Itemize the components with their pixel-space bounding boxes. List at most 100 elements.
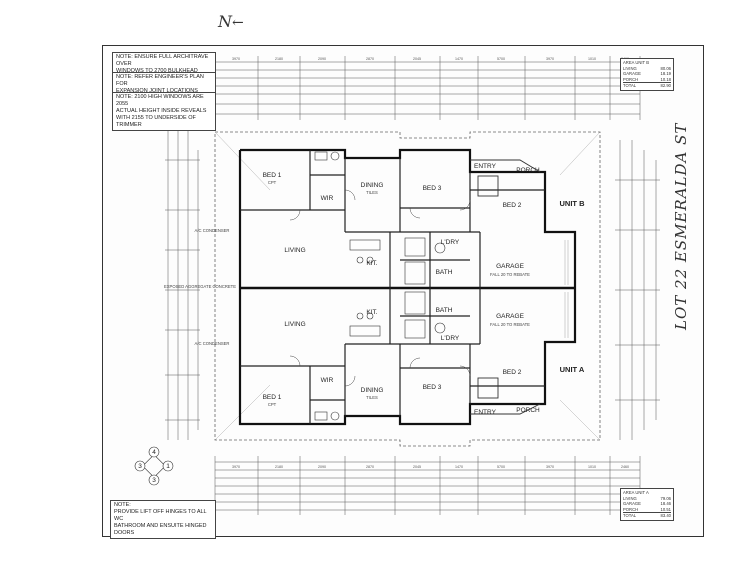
orientation-top: 4 — [152, 449, 156, 456]
street-name-text: LOT 22 ESMERALDA ST — [672, 122, 690, 330]
arrow-glyph-icon: ← — [232, 15, 244, 31]
room-wir-a: WIR — [321, 377, 334, 384]
area-value: 79.06 — [660, 495, 671, 501]
room-labels-unit-b: BED 1 WIR DINING BED 3 ENTRY PORCH BED 2… — [263, 163, 585, 277]
note-hinges-line-2: PROVIDE LIFT OFF HINGES TO ALL WC — [114, 509, 207, 522]
note-hinges-line-3: BATHROOM AND ENSUITE HINGED DOORS — [114, 523, 207, 536]
dim-top-4: 2870 — [366, 57, 374, 61]
area-label: LIVING — [623, 65, 637, 71]
dim-top-8: 3970 — [546, 57, 554, 61]
room-dining-b: DINING — [361, 182, 384, 189]
dim-bottom-6: 1470 — [455, 465, 463, 469]
area-label: GARAGE — [623, 501, 641, 507]
internal-walls-unit-b — [240, 150, 545, 288]
note-window-line-1: NOTE: 2100 HIGH WINDOWS ARE 2055 — [116, 94, 204, 107]
room-entry-b: ENTRY — [474, 163, 497, 170]
north-arrow-label: N — [218, 12, 232, 31]
garage-rebate-lines — [564, 240, 569, 338]
dim-top-1: 3970 — [232, 57, 240, 61]
room-bed2-a: BED 2 — [503, 369, 522, 376]
unit-label-a: UNIT A — [560, 365, 585, 374]
room-bath-b: BATH — [436, 269, 453, 276]
area-row: TOTAL 83.40 — [623, 512, 671, 519]
dim-bottom-4: 2870 — [366, 465, 374, 469]
area-value: 83.40 — [660, 513, 671, 519]
aggregate-label: EXPOSED AGGREGATE CONCRETE — [164, 284, 236, 289]
wet-area-fixtures — [314, 151, 446, 421]
dim-bottom-9: 1010 — [588, 465, 596, 469]
side-dimension-lines — [165, 130, 660, 440]
area-value: 80.06 — [660, 65, 671, 71]
note-architrave-line-2: WINDOWS TO 2700 BULKHEAD — [116, 68, 198, 74]
finish-dining-b: TILES — [366, 190, 378, 195]
north-arrow-handwritten: N← — [218, 12, 244, 31]
area-row: PORCH 10.51 — [623, 507, 671, 513]
room-dining-a: DINING — [361, 387, 384, 394]
room-kit-a: KIT. — [366, 309, 377, 316]
room-garage-b: GARAGE — [496, 263, 524, 270]
room-garage-a: GARAGE — [496, 313, 524, 320]
finish-garage-a: FALL 20 TO REBATE — [490, 322, 530, 327]
area-value: 82.90 — [660, 83, 671, 89]
area-value: 10.51 — [660, 506, 671, 512]
room-porch-a: PORCH — [516, 407, 540, 414]
dim-bottom-10: 2460 — [621, 465, 629, 469]
note-expansion-line-2: EXPANSION JOINT LOCATIONS — [116, 88, 198, 94]
bottom-dimension-text: 3970 2180 2090 2870 2045 1470 5700 3970 … — [232, 465, 629, 469]
room-bed1-a: BED 1 — [263, 394, 282, 401]
street-name-handwritten: LOT 22 ESMERALDA ST — [672, 123, 690, 330]
area-label: PORCH — [623, 76, 639, 82]
door-swings — [289, 189, 471, 387]
room-living-b: LIVING — [284, 247, 305, 254]
area-row: PORCH 10.18 — [623, 77, 671, 83]
orientation-symbol: 4 1 3 3 — [134, 446, 174, 486]
orientation-bottom: 3 — [152, 477, 156, 484]
area-table-unit-b: AREA UNIT B LIVING 80.06 GARAGE 18.19 PORC… — [620, 58, 674, 91]
external-walls — [238, 148, 577, 426]
dim-bottom-8: 3970 — [546, 465, 554, 469]
area-row: TOTAL 82.90 — [623, 82, 671, 89]
finish-dining-a: TILES — [366, 395, 378, 400]
area-value: 10.18 — [660, 76, 671, 82]
room-entry-a: ENTRY — [474, 409, 497, 416]
room-bed2-b: BED 2 — [503, 202, 522, 209]
orientation-right: 1 — [166, 463, 170, 470]
porch-outlines — [470, 159, 541, 415]
dim-bottom-1: 3970 — [232, 465, 240, 469]
dim-bottom-2: 2180 — [275, 465, 283, 469]
area-label: TOTAL — [623, 83, 637, 89]
room-wir-b: WIR — [321, 195, 334, 202]
area-label: LIVING — [623, 495, 637, 501]
room-kit-b: KIT. — [366, 260, 377, 267]
bottom-dimension-lines — [214, 456, 641, 515]
area-table-a-title: AREA UNIT A — [623, 490, 649, 495]
area-label: GARAGE — [623, 71, 641, 77]
top-dimension-lines — [214, 56, 641, 120]
note-window-height: NOTE: 2100 HIGH WINDOWS ARE 2055 ACTUAL … — [112, 92, 216, 131]
room-porch-b: PORCH — [516, 167, 540, 174]
exterior-annotations: A/C CONDENSER A/C CONDENSER EXPOSED AGGR… — [164, 228, 236, 346]
top-dimension-text: 3970 2180 2090 2870 2045 1470 5700 3970 … — [232, 57, 629, 61]
room-bath-a: BATH — [436, 307, 453, 314]
area-label: TOTAL — [623, 513, 637, 519]
room-bed3-a: BED 3 — [423, 384, 442, 391]
area-table-b-title: AREA UNIT B — [623, 60, 649, 65]
finish-garage-b: FALL 20 TO REBATE — [490, 272, 530, 277]
area-label: PORCH — [623, 506, 639, 512]
note-lift-off-hinges: NOTE: PROVIDE LIFT OFF HINGES TO ALL WC … — [110, 500, 216, 539]
dim-bottom-3: 2090 — [318, 465, 326, 469]
finish-bed1-b: CPT — [268, 180, 277, 185]
orientation-left: 3 — [138, 463, 142, 470]
room-living-a: LIVING — [284, 321, 305, 328]
dim-top-7: 5700 — [497, 57, 505, 61]
area-row: GARAGE 18.19 — [623, 71, 671, 77]
note-hinges-line-1: NOTE: — [114, 502, 131, 508]
dim-top-9: 1010 — [588, 57, 596, 61]
dim-bottom-7: 5700 — [497, 465, 505, 469]
room-bed1-b: BED 1 — [263, 172, 282, 179]
dim-top-6: 1470 — [455, 57, 463, 61]
area-value: 18.19 — [660, 71, 671, 77]
note-expansion-line-1: NOTE: REFER ENGINEER'S PLAN FOR — [116, 74, 204, 87]
